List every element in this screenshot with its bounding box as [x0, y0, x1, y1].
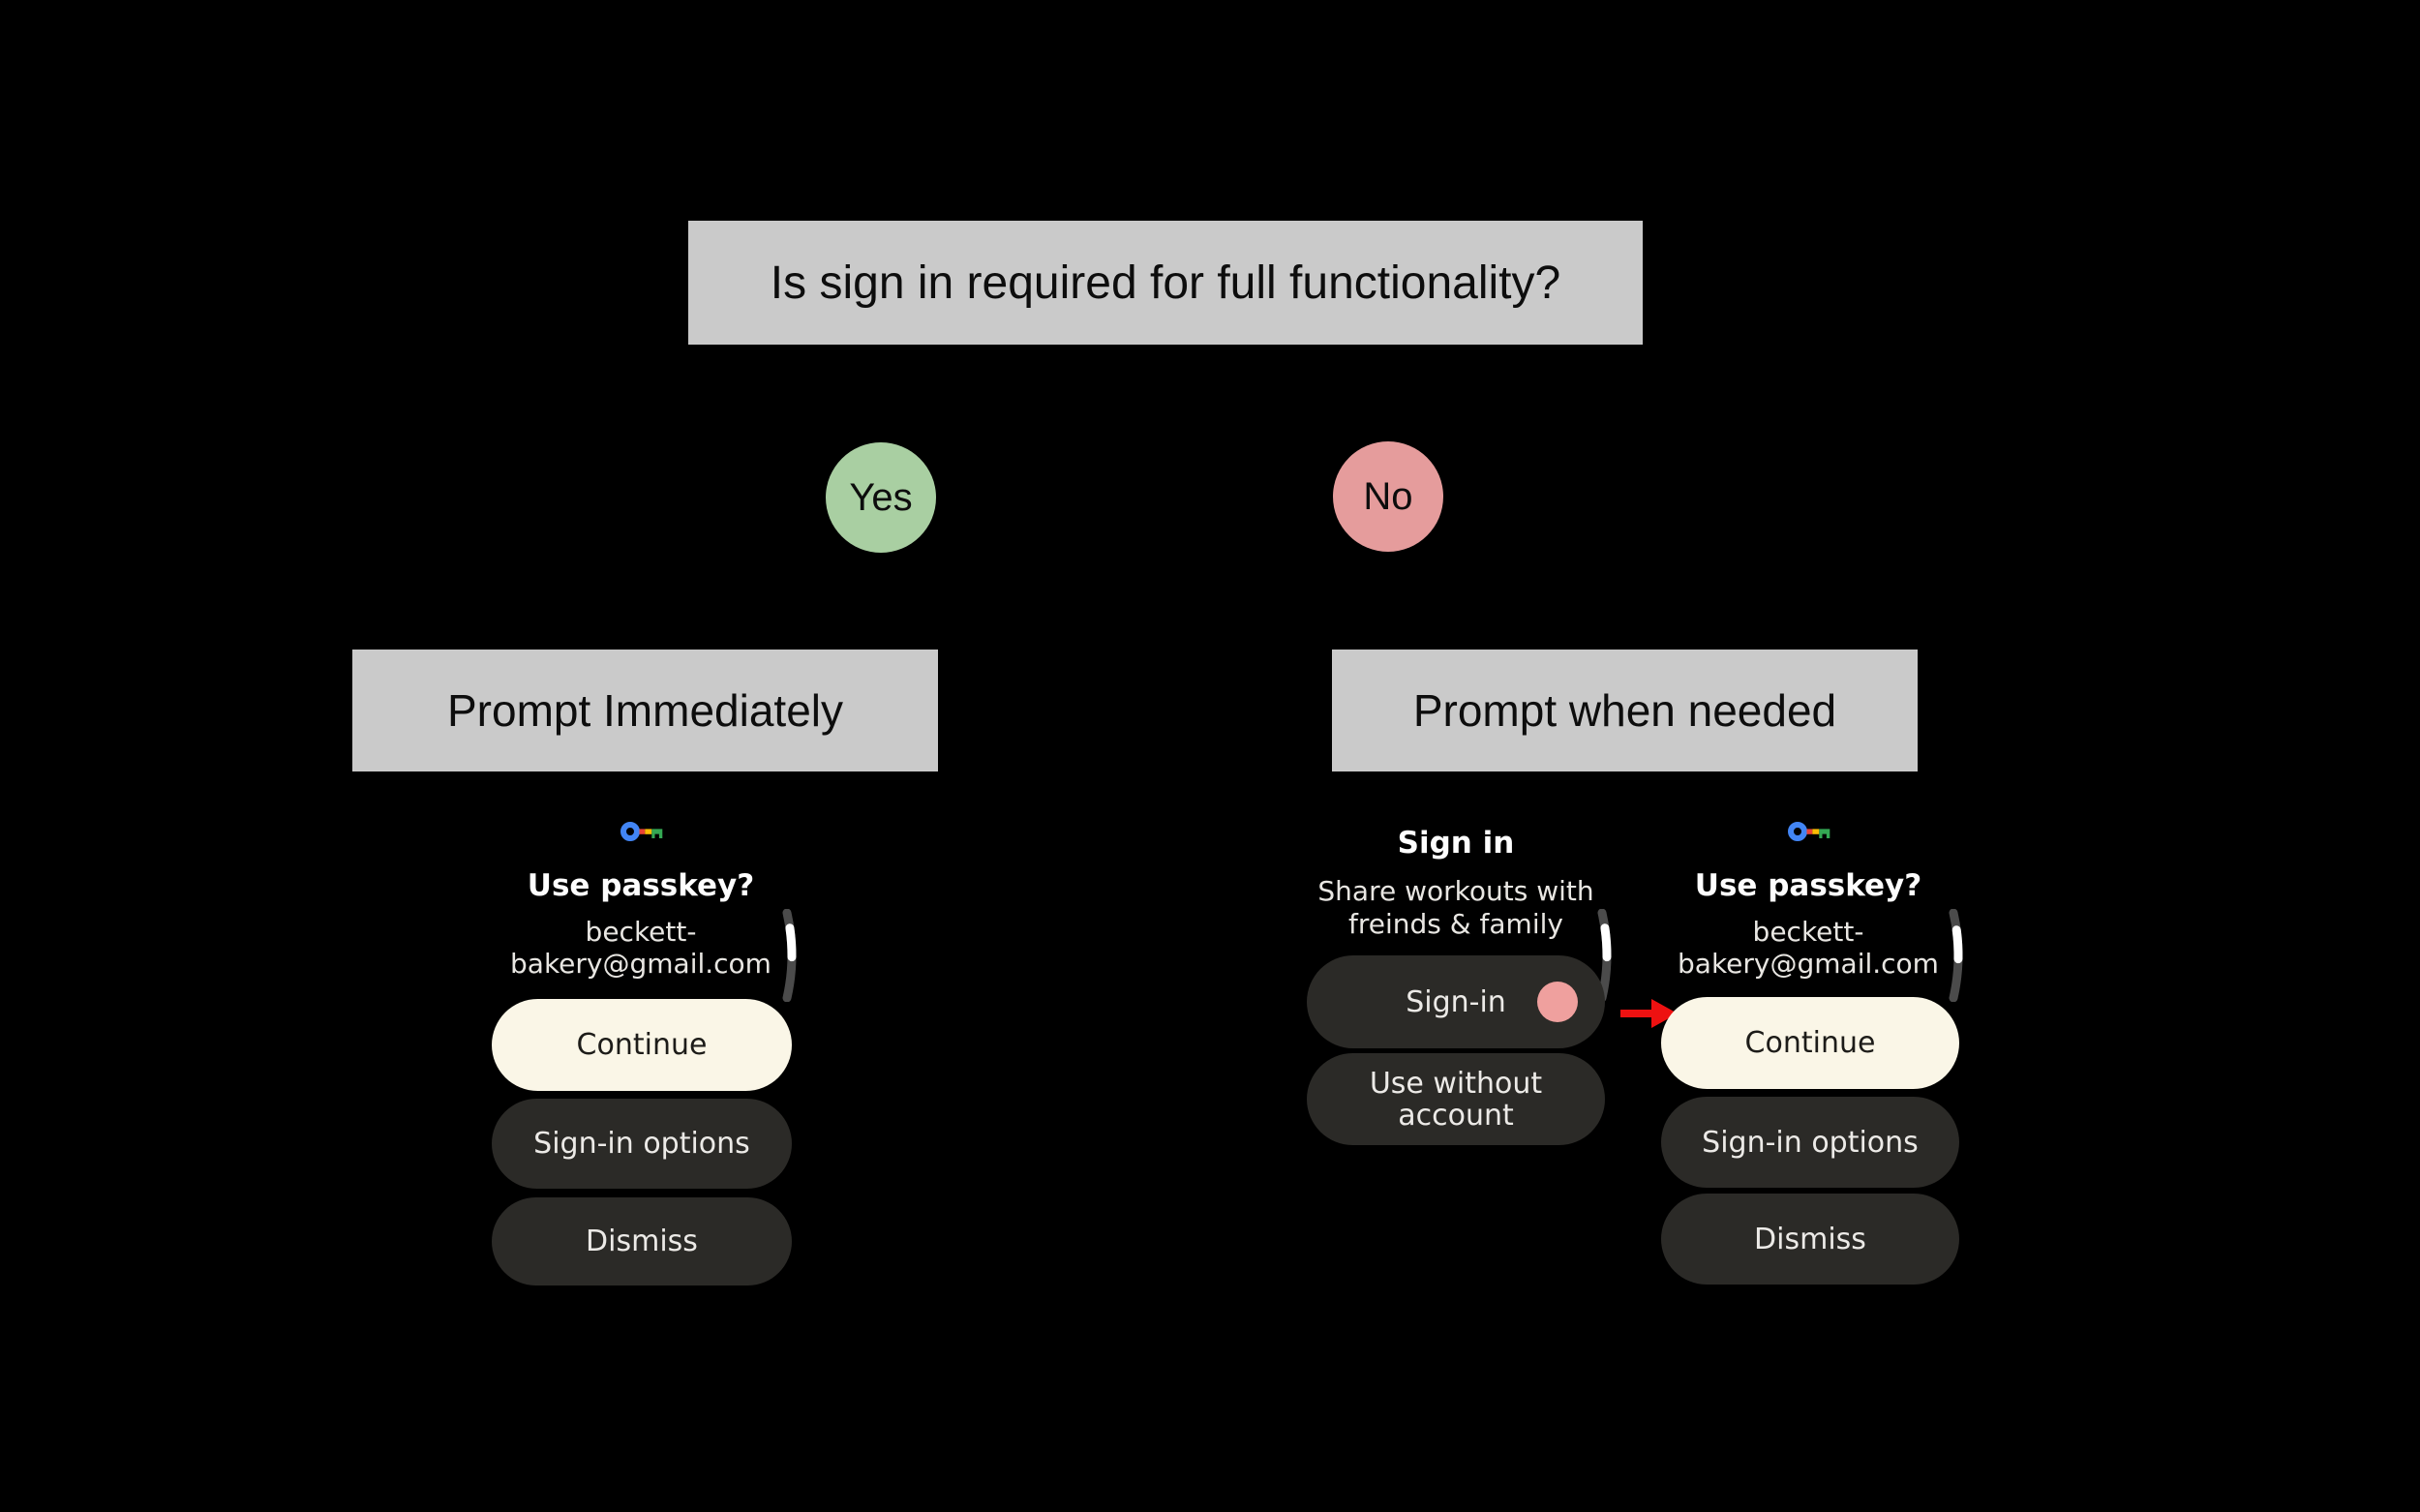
question-box: Is sign in required for full functionali… — [688, 221, 1643, 345]
yes-branch-node: Yes — [826, 442, 936, 553]
sign-in-title: Sign in — [1397, 826, 1515, 861]
sign-in-subtitle-line1: Share workouts with — [1317, 875, 1594, 907]
scroll-indicator[interactable] — [780, 908, 805, 1007]
passkey-email-line1: beckett- — [1752, 916, 1864, 948]
red-arrow-icon — [1618, 996, 1679, 1036]
sign-in-button[interactable]: Sign-in — [1307, 955, 1605, 1048]
sign-in-subtitle: Share workouts with freinds & family — [1262, 875, 1649, 941]
passkey-email-line2: bakery@gmail.com — [510, 948, 771, 980]
passkey-email: beckett- bakery@gmail.com — [1615, 916, 2002, 980]
dismiss-button[interactable]: Dismiss — [1661, 1194, 1959, 1285]
passkey-title: Use passkey? — [1694, 868, 1922, 903]
passkey-email-line2: bakery@gmail.com — [1678, 948, 1939, 980]
outcome-prompt-when-needed: Prompt when needed — [1332, 650, 1918, 771]
sign-in-button-label: Sign-in — [1406, 984, 1506, 1019]
passkey-email: beckett- bakery@gmail.com — [447, 916, 834, 980]
passkey-title: Use passkey? — [527, 868, 755, 903]
continue-button[interactable]: Continue — [1661, 997, 1959, 1089]
scroll-indicator[interactable] — [1947, 908, 1972, 1007]
passkey-key-icon — [1788, 821, 1830, 847]
sign-in-options-button[interactable]: Sign-in options — [492, 1099, 792, 1189]
outcome-prompt-immediately: Prompt Immediately — [352, 650, 938, 771]
use-without-account-line2: account — [1398, 1098, 1514, 1133]
scroll-indicator[interactable] — [1595, 908, 1620, 1007]
dismiss-button[interactable]: Dismiss — [492, 1197, 792, 1285]
sign-in-options-button[interactable]: Sign-in options — [1661, 1097, 1959, 1188]
tap-indicator-dot — [1537, 982, 1578, 1022]
sign-in-subtitle-line2: freinds & family — [1348, 908, 1563, 940]
continue-button[interactable]: Continue — [492, 999, 792, 1091]
use-without-account-button[interactable]: Use without account — [1307, 1053, 1605, 1145]
passkey-email-line1: beckett- — [585, 916, 697, 948]
use-without-account-line1: Use without — [1369, 1066, 1543, 1101]
passkey-key-icon — [620, 821, 663, 847]
no-branch-node: No — [1333, 441, 1443, 552]
